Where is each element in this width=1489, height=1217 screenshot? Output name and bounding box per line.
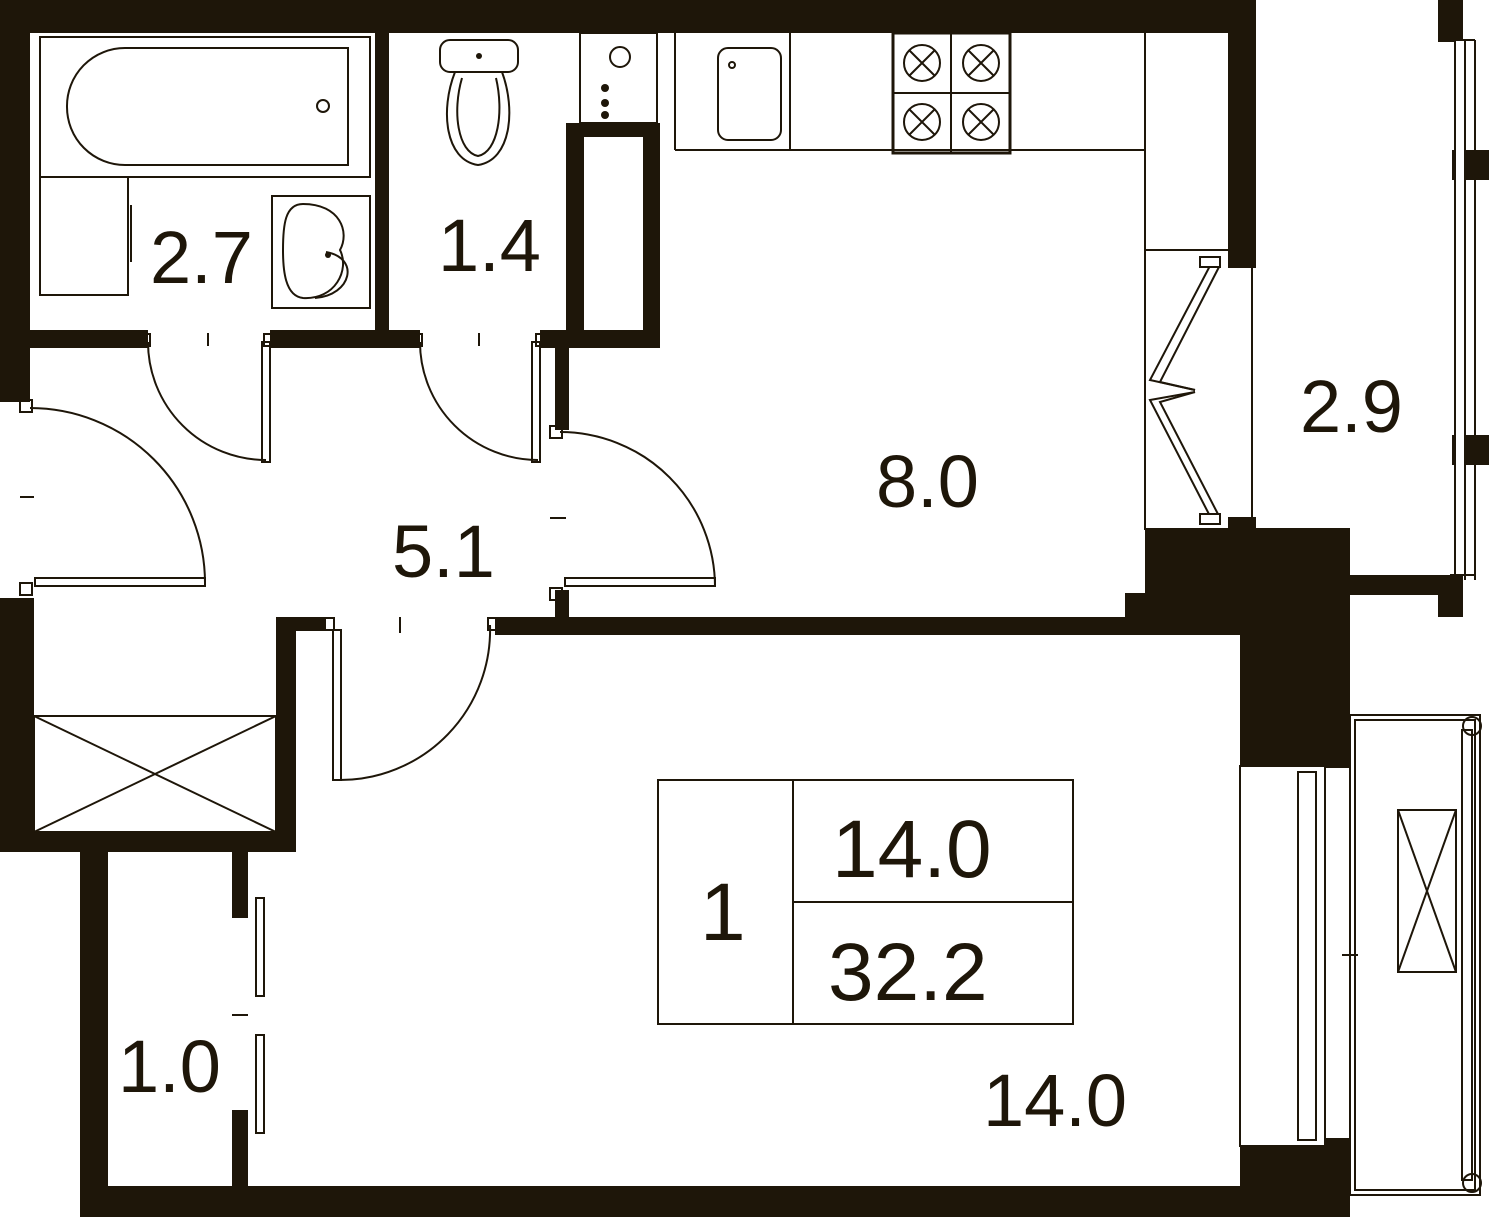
- doors: [19, 333, 716, 1134]
- total-area: 32.2: [828, 927, 988, 1018]
- toilet-area: 1.4: [438, 204, 541, 287]
- windows: [1239, 39, 1476, 1147]
- balcony: [1349, 714, 1482, 1196]
- fridge-column: [1144, 33, 1253, 530]
- threshold-marks: [20, 333, 1358, 1016]
- wardrobe-area: 1.0: [118, 1025, 221, 1108]
- hallway-area: 5.1: [392, 510, 495, 593]
- stove: [891, 31, 1012, 155]
- bathroom-area: 2.7: [150, 216, 253, 299]
- room-count: 1: [700, 867, 746, 958]
- loggia-area: 2.9: [1300, 365, 1403, 448]
- kitchen-area: 8.0: [876, 440, 979, 523]
- toilet-fixture: [439, 39, 519, 167]
- room-labels: 2.7 1.4 8.0 2.9 5.1 1.0 14.0: [118, 204, 1403, 1142]
- shaft: [33, 715, 277, 833]
- bathroom-sink: [271, 195, 371, 309]
- kitchen-counter: [579, 32, 1146, 151]
- washer: [39, 176, 132, 296]
- bathtub: [39, 36, 371, 178]
- living-room-area: 14.0: [983, 1059, 1127, 1142]
- loggia-folding-door: [1148, 256, 1221, 525]
- living-area-total: 14.0: [832, 804, 992, 895]
- summary-table: 1 14.0 32.2: [657, 779, 1074, 1025]
